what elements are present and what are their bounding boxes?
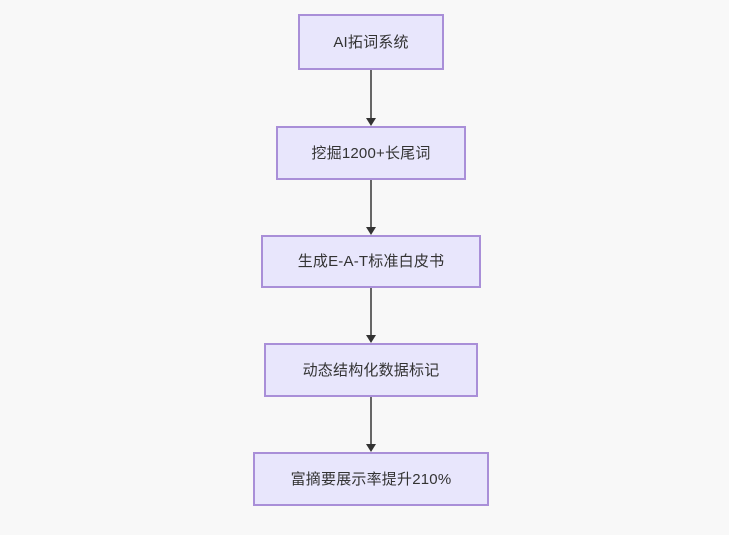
edge-line [370, 70, 372, 118]
edge-line [370, 180, 372, 227]
edge-node3-to-node4 [361, 288, 381, 343]
edge-line [370, 288, 372, 335]
flowchart-node-dynamic-structured-data-markup[interactable]: 动态结构化数据标记 [264, 343, 478, 397]
flowchart-node-rich-snippet-impression-increase[interactable]: 富摘要展示率提升210% [253, 452, 489, 506]
flowchart-node-generate-eat-whitepaper[interactable]: 生成E-A-T标准白皮书 [261, 235, 481, 288]
edge-node4-to-node5 [361, 397, 381, 452]
arrowhead-down-icon [366, 444, 376, 452]
node-label: 动态结构化数据标记 [302, 361, 440, 379]
edge-node2-to-node3 [361, 180, 381, 235]
arrowhead-down-icon [366, 335, 376, 343]
flowchart-node-mine-longtail-keywords[interactable]: 挖掘1200+长尾词 [276, 126, 466, 180]
node-label: 挖掘1200+长尾词 [311, 144, 431, 162]
edge-line [370, 397, 372, 444]
edge-node1-to-node2 [361, 70, 381, 126]
node-label: 生成E-A-T标准白皮书 [297, 253, 445, 270]
arrowhead-down-icon [366, 118, 376, 126]
node-label: 富摘要展示率提升210% [290, 470, 452, 488]
node-label: AI拓词系统 [333, 33, 409, 51]
flowchart-node-ai-keyword-system[interactable]: AI拓词系统 [298, 14, 444, 70]
arrowhead-down-icon [366, 227, 376, 235]
